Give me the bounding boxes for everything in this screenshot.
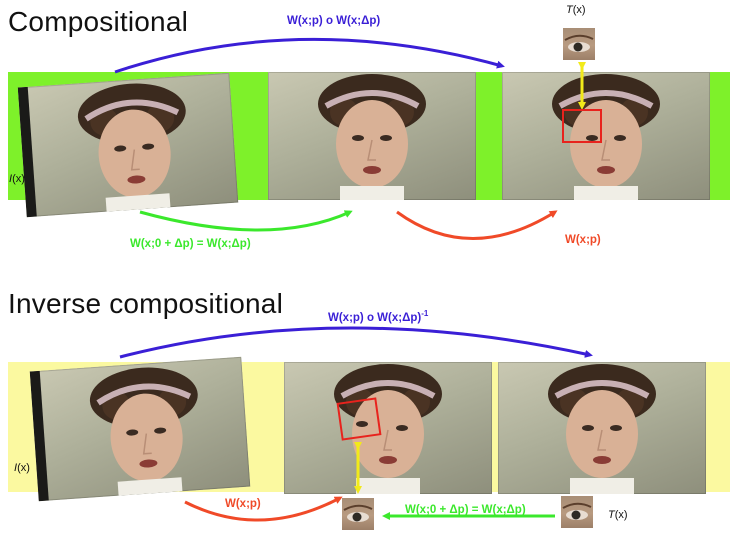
top-red-arrow: [396, 210, 558, 240]
top-input-image-warped: [17, 72, 239, 218]
top-template-eye-thumbnail: [563, 28, 595, 60]
bottom-input-image: [29, 356, 251, 502]
top-blue-arrow-label: W(x;p) o W(x;Δp): [287, 15, 381, 27]
bottom-green-arrow-label: W(x;0 + Δp) = W(x;Δp): [405, 504, 526, 516]
face-illustration: [548, 364, 656, 494]
top-red-arrow-label: W(x;p): [565, 234, 601, 246]
bottom-red-arrow-label: W(x;p): [225, 498, 261, 510]
top-template-label: T(x): [566, 4, 586, 16]
bottom-blue-arrow-label: W(x;p) o W(x;Δp)-1: [328, 309, 429, 324]
face-illustration: [77, 83, 186, 212]
face-illustration: [318, 74, 426, 200]
top-template-image: [502, 72, 710, 200]
face-illustration: [552, 74, 660, 200]
eye-icon: [564, 34, 594, 52]
bottom-image-label: I(x): [14, 462, 30, 474]
compositional-title: Compositional: [8, 6, 189, 37]
bottom-red-arrow: [184, 496, 343, 522]
eye-icon: [562, 502, 592, 520]
inverse-compositional-title: Inverse compositional: [8, 288, 283, 319]
bottom-blue-arrow: [119, 326, 593, 359]
bottom-warped-image: [284, 362, 492, 494]
face-illustration: [89, 367, 198, 496]
top-green-arrow-label: W(x;0 + Δp) = W(x;Δp): [130, 238, 251, 250]
eye-icon: [343, 504, 373, 522]
top-green-arrow: [139, 210, 353, 232]
top-blue-arrow: [114, 37, 505, 74]
bottom-template-image: [498, 362, 706, 494]
top-image-label: I(x): [9, 173, 25, 185]
top-warped-image: [268, 72, 476, 200]
bottom-template-label: T(x): [608, 509, 628, 521]
bottom-warped-eye-thumbnail: [342, 498, 374, 530]
face-illustration: [334, 364, 442, 494]
bottom-template-eye-thumbnail: [561, 496, 593, 528]
